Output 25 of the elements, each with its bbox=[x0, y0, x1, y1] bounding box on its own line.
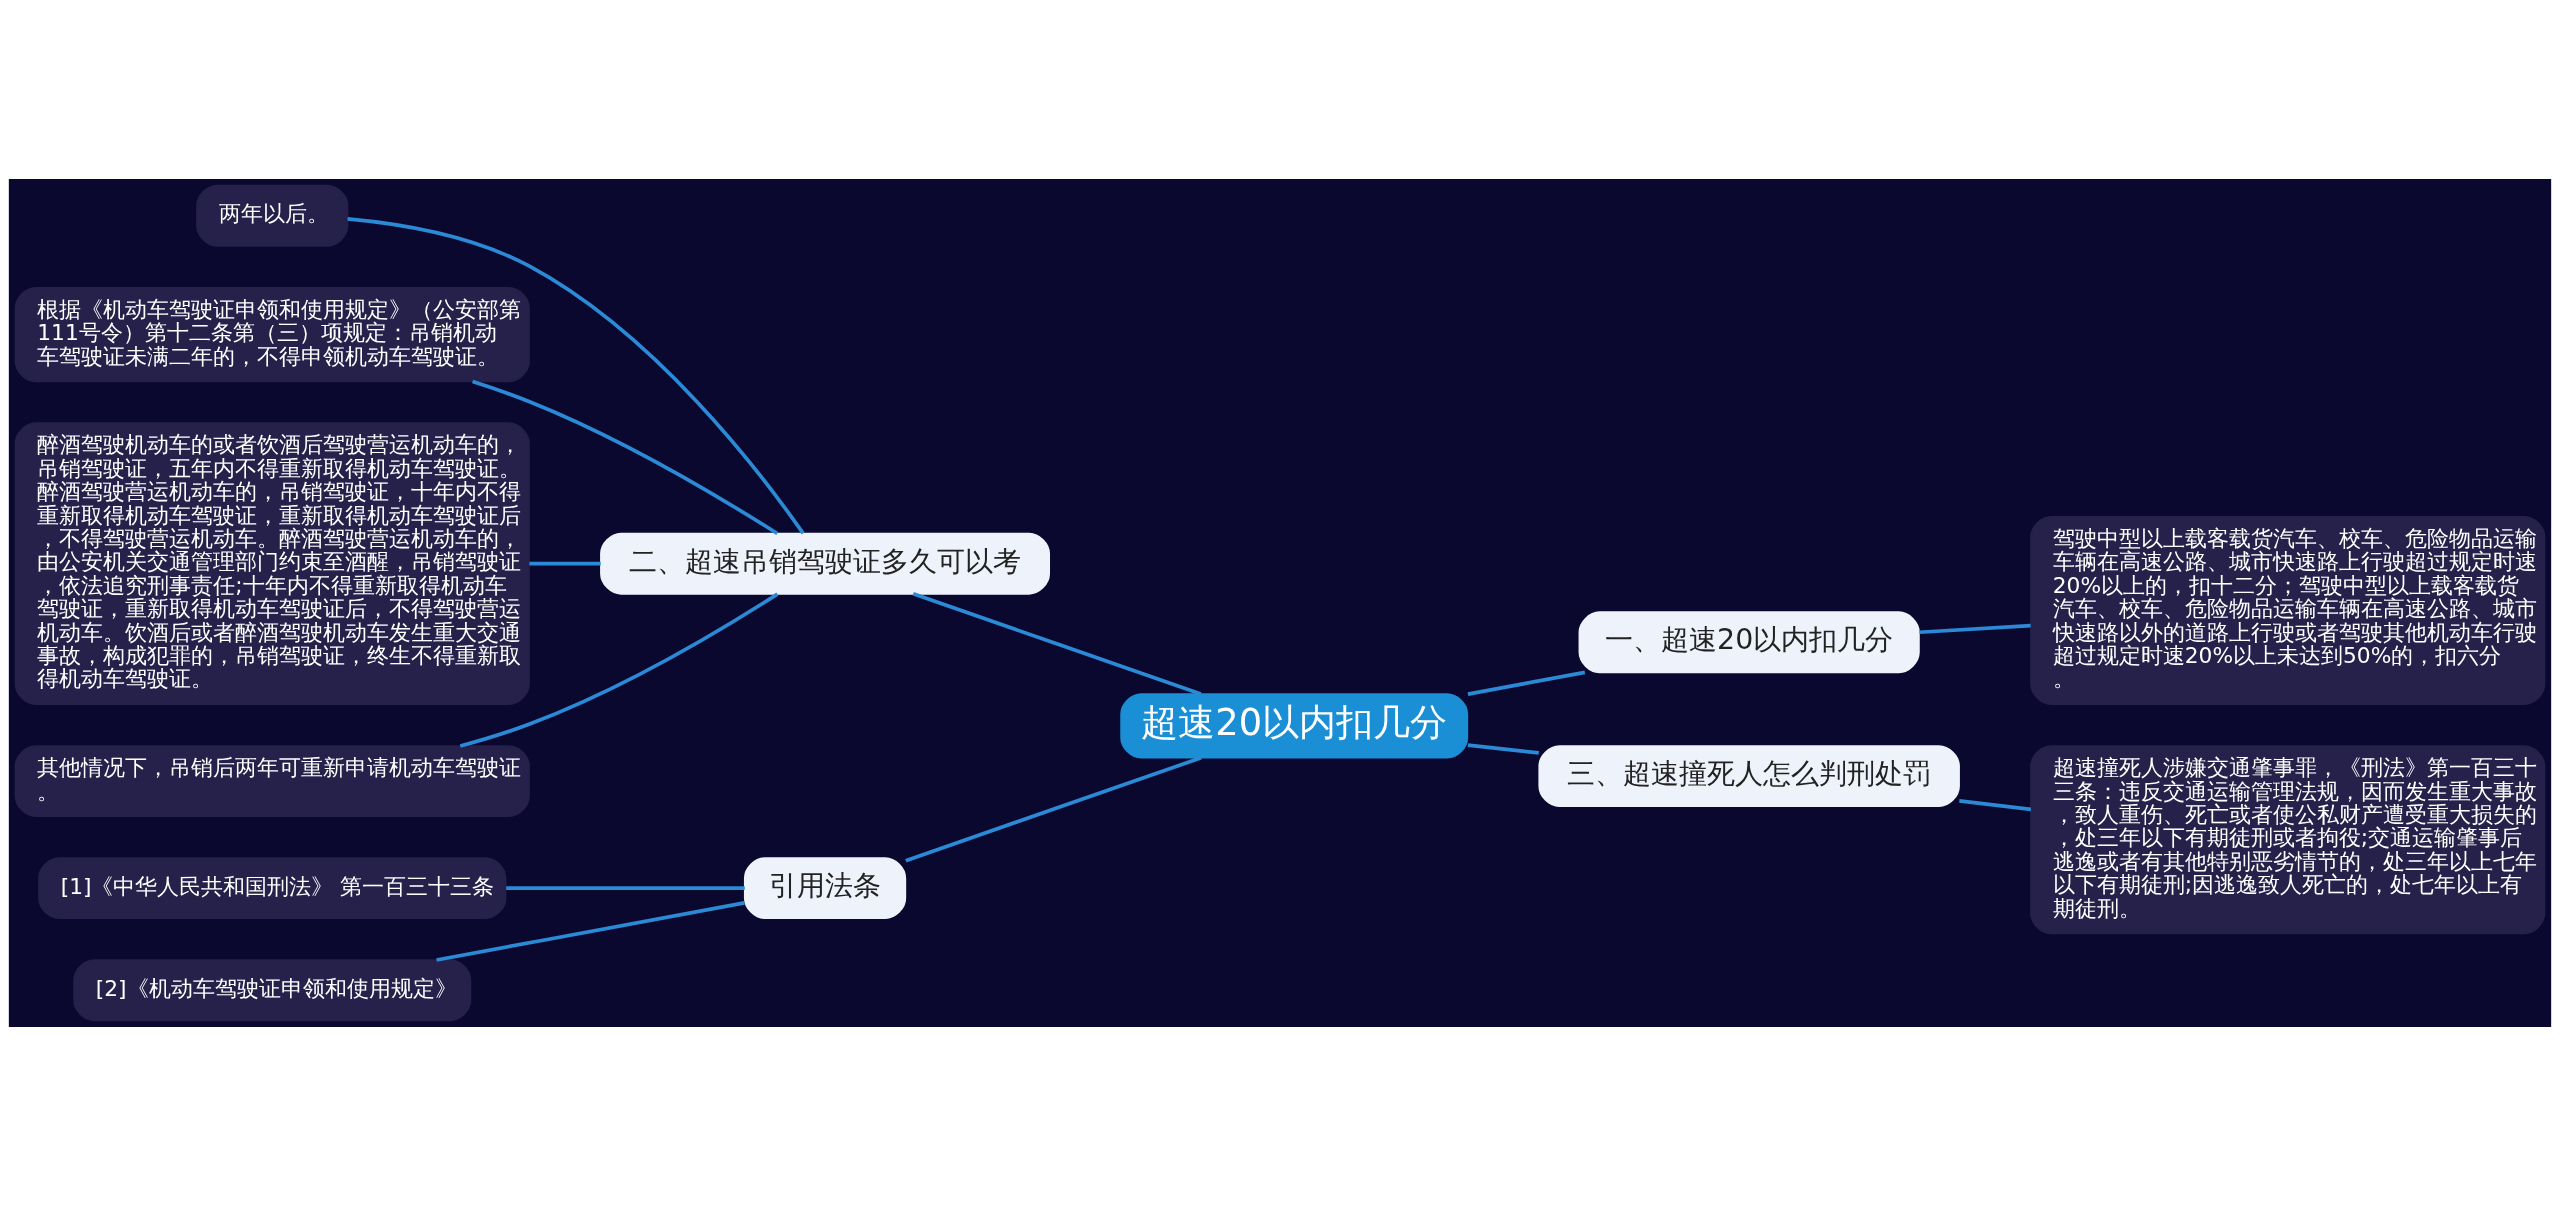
connector bbox=[1959, 799, 2032, 812]
node-box: 引用法条 bbox=[743, 857, 907, 920]
connector bbox=[1467, 670, 1586, 696]
node-box: [2]《机动车驾驶证申领和使用规定》 bbox=[73, 959, 472, 1022]
connector bbox=[1467, 743, 1539, 755]
node-box: 三、超速撞死人怎么判刑处罚 bbox=[1538, 745, 1960, 808]
node-box: 根据《机动车驾驶证申领和使用规定》（公安部第111号令）第十二条第（三）项规定：吊销机动车驾驶证未满二年的，不得申领机动车驾驶证。 bbox=[14, 286, 530, 383]
node-box: 两年以后。 bbox=[196, 184, 349, 247]
node-box: [1]《中华人民共和国刑法》 第一百三十三条 bbox=[38, 857, 507, 920]
node-box: 驾驶中型以上载客载货汽车、校车、危险物品运输车辆在高速公路、城市快速路上行驶超过规定时速20%以上的，扣十二分；驾驶中型以上载客载货汽车、校车、危险物品运输车辆在高速公路、城市快速路以外的道路上行驶或者驾驶其他机动车行驶超过规定时速20%以上未达到50%的，扣六分。 bbox=[2030, 516, 2546, 706]
node-box: 其他情况下，吊销后两年可重新申请机动车驾驶证。 bbox=[14, 745, 530, 818]
node-box: 醉酒驾驶机动车的或者饮酒后驾驶营运机动车的，吊销驾驶证，五年内不得重新取得机动车驾驶证。醉酒驾驶营运机动车的，吊销驾驶证，十年内不得重新取得机动车驾驶证，重新取得机动车驾驶证后，不得驾驶营运机动车。醉酒驾驶营运机动车的，由公安机关交通管理部门约束至酒醒，吊销驾驶证，依法追究刑事责任;十年内不得重新取得机动车驾驶证，重新取得机动车驾驶证后，不得驾驶营运机动车。饮酒后或者醉酒驾驶机动车发生重大交通事故，构成犯罪的，吊销驾驶证，终生不得重新取得机动车驾驶证。 bbox=[14, 422, 530, 706]
connector bbox=[472, 379, 779, 536]
connector bbox=[529, 561, 601, 566]
connector bbox=[436, 901, 745, 962]
node-box: 超速20以内扣几分 bbox=[1120, 693, 1469, 759]
connector bbox=[506, 886, 745, 890]
node-box: 二、超速吊销驾驶证多久可以考 bbox=[600, 532, 1050, 595]
connector bbox=[347, 216, 805, 535]
node-box: 超速撞死人涉嫌交通肇事罪，《刑法》第一百三十三条：违反交通运输管理法规，因而发生重大事故，致人重伤、死亡或者使公私财产遭受重大损失的，处三年以下有期徒刑或者拘役;交通运输肇事后逃逸或者有其他特别恶劣情节的，处三年以上七年以下有期徒刑;因逃逸致人死亡的，处七年以上有期徒刑。 bbox=[2030, 745, 2546, 935]
connector bbox=[905, 756, 1202, 863]
connector bbox=[1919, 623, 2031, 635]
node-box: 一、超速20以内扣几分 bbox=[1578, 611, 1920, 674]
connector bbox=[912, 592, 1202, 696]
connector bbox=[459, 592, 779, 748]
